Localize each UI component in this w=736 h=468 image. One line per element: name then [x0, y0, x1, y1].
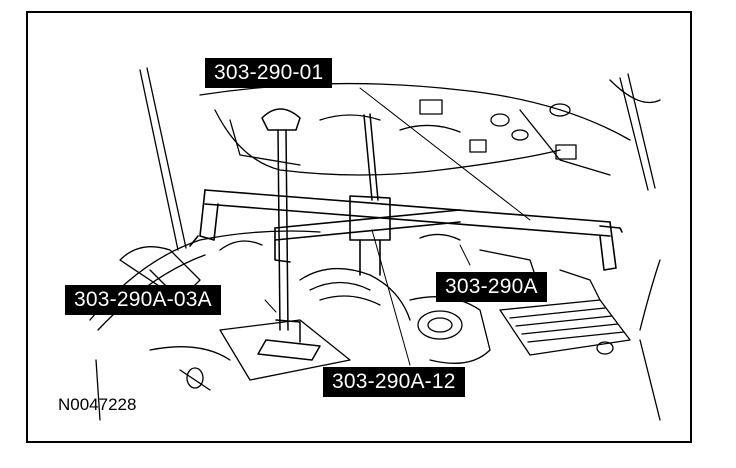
fixture-crossbar	[189, 189, 623, 276]
vertical-tool	[257, 108, 321, 361]
hood-details	[319, 99, 577, 160]
engine-components	[119, 233, 631, 391]
figure-id: N0047228	[58, 395, 137, 414]
callout-303-290A-12: 303-290A-12	[323, 367, 465, 397]
slanted-rod	[363, 113, 379, 201]
callout-303-290A-03A: 303-290A-03A	[65, 285, 221, 315]
leader-lines	[264, 87, 531, 366]
callout-303-290-01: 303-290-01	[205, 58, 333, 88]
callout-303-290A: 303-290A	[436, 272, 547, 302]
